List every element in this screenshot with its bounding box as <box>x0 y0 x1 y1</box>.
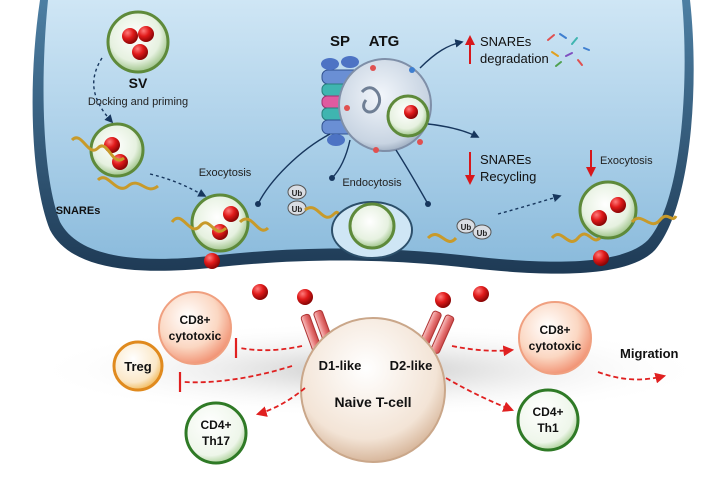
cd4-th1-line2: Th1 <box>537 421 559 435</box>
d2-like-label: D2-like <box>390 358 433 373</box>
exocytosis-vesicle-right <box>550 180 678 243</box>
cd4-th17-line2: Th17 <box>202 434 230 448</box>
cd8-right-line1: CD8+ <box>539 323 570 337</box>
degraded-fragments-icon <box>547 33 590 67</box>
naive-tcell-label: Naive T-cell <box>334 394 411 410</box>
arrow-to-exocytosis-right <box>497 193 562 215</box>
ub-snare-right <box>426 233 458 243</box>
cd8-cytotoxic-right <box>518 301 592 375</box>
atg-label: ATG <box>369 33 400 50</box>
exocytosis-label-right: Exocytosis <box>600 155 653 167</box>
ub-tag-right-2: Ub <box>472 224 492 240</box>
ub-label: Ub <box>477 229 488 238</box>
exocytosis-vesicle-left <box>170 193 270 253</box>
ub-tag-left-2: Ub <box>287 200 307 216</box>
synaptic-vesicle-sv <box>106 10 170 74</box>
released-dopamine <box>204 250 609 308</box>
anchor-dot-mid <box>329 175 335 181</box>
docking-priming-label: Docking and priming <box>88 96 188 108</box>
endocytosis-vesicle <box>331 201 413 259</box>
ub-label: Ub <box>292 189 303 198</box>
cd4-th1-cell <box>516 388 580 452</box>
cd8-cytotoxic-left <box>158 291 232 365</box>
line-sp-to-exocytosis <box>257 133 331 205</box>
endocytosis-label: Endocytosis <box>342 177 402 189</box>
to-exocytosis-arrow <box>149 173 207 197</box>
arrow-to-recycling <box>427 123 480 138</box>
treg-cell <box>112 340 164 392</box>
snares-recycling-line2: Recycling <box>480 169 536 184</box>
treg-label: Treg <box>124 359 152 374</box>
ub-label: Ub <box>461 223 472 232</box>
docking-arrow <box>93 57 114 124</box>
ub-tag-left-1: Ub <box>287 184 307 200</box>
docked-vesicle <box>70 122 159 191</box>
snares-recycling-line1: SNAREs <box>480 152 532 167</box>
inhibition-arrows-left <box>183 345 306 417</box>
line-atg-to-ub-right <box>395 149 429 205</box>
anchor-dot-right <box>425 201 431 207</box>
atg-autophagosome-icon <box>338 58 432 153</box>
cd4-th17-line1: CD4+ <box>200 418 231 432</box>
naive-tcell <box>300 317 446 463</box>
cd8-left-line1: CD8+ <box>179 313 210 327</box>
snares-degradation-line1: SNAREs <box>480 34 532 49</box>
snares-label: SNAREs <box>56 205 101 217</box>
cd8-right-line2: cytotoxic <box>529 339 582 353</box>
d1-like-label: D1-like <box>319 358 362 373</box>
ub-label: Ub <box>292 205 303 214</box>
snares-degradation-line2: degradation <box>480 51 549 66</box>
cd4-th17-cell <box>184 401 248 465</box>
cd8-left-line2: cytotoxic <box>169 329 222 343</box>
ub-tag-right-1: Ub <box>456 218 476 234</box>
cd4-th1-line1: CD4+ <box>532 405 563 419</box>
migration-label: Migration <box>620 346 679 361</box>
exocytosis-label-left: Exocytosis <box>199 167 252 179</box>
sp-label: SP <box>330 33 350 50</box>
activation-arrows-right <box>445 345 667 412</box>
sv-label: SV <box>129 75 148 91</box>
arrow-to-degradation <box>419 39 464 69</box>
inhibition-bars <box>178 338 238 392</box>
anchor-dot-left <box>255 201 261 207</box>
